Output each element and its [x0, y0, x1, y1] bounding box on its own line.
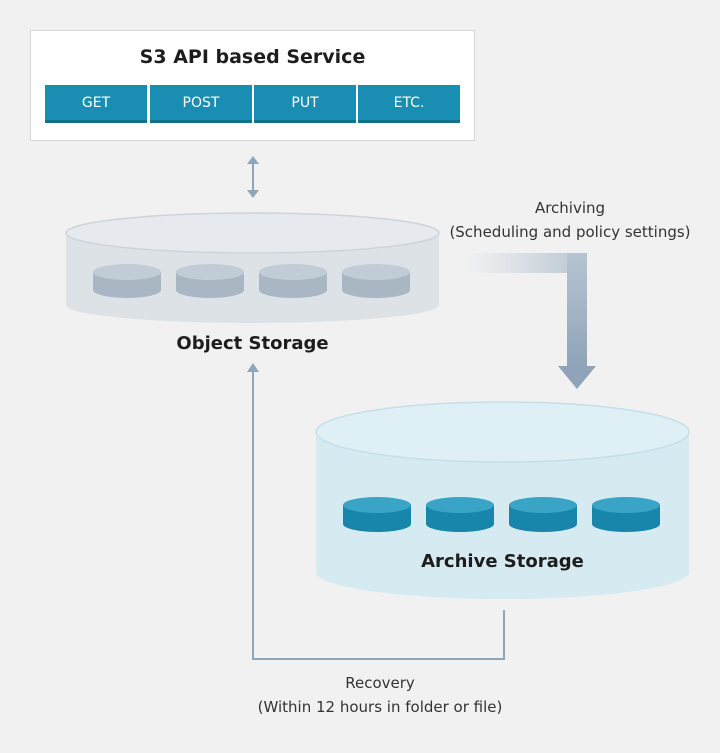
archive-volume: [509, 497, 577, 532]
object-volume: [342, 264, 410, 298]
archive-storage-volumes: [343, 497, 660, 532]
recovery-title: Recovery: [345, 674, 415, 692]
archiving-detail: (Scheduling and policy settings): [449, 223, 691, 241]
archiving-label: Archiving (Scheduling and policy setting…: [440, 196, 700, 244]
object-volume: [93, 264, 161, 298]
archive-volume: [426, 497, 494, 532]
recovery-arrow: [247, 363, 505, 660]
object-volume: [259, 264, 327, 298]
archive-storage-disk: [315, 401, 690, 599]
method-post: POST: [150, 85, 252, 123]
method-get: GET: [45, 85, 147, 123]
service-title: S3 API based Service: [139, 46, 366, 68]
recovery-detail: (Within 12 hours in folder or file): [257, 698, 503, 716]
object-volume: [176, 264, 244, 298]
archive-storage-label: Archive Storage: [421, 551, 584, 572]
object-storage-label: Object Storage: [176, 333, 329, 354]
object-storage-volumes: [93, 264, 410, 298]
method-etc: ETC.: [358, 85, 460, 123]
bidirectional-arrow: [247, 156, 259, 198]
method-put: PUT: [254, 85, 356, 123]
archiving-title: Archiving: [534, 199, 606, 217]
archive-volume: [592, 497, 660, 532]
object-storage-disk: [65, 212, 440, 323]
archiving-arrow: [465, 253, 596, 389]
recovery-label: Recovery (Within 12 hours in folder or f…: [240, 671, 520, 719]
archive-volume: [343, 497, 411, 532]
